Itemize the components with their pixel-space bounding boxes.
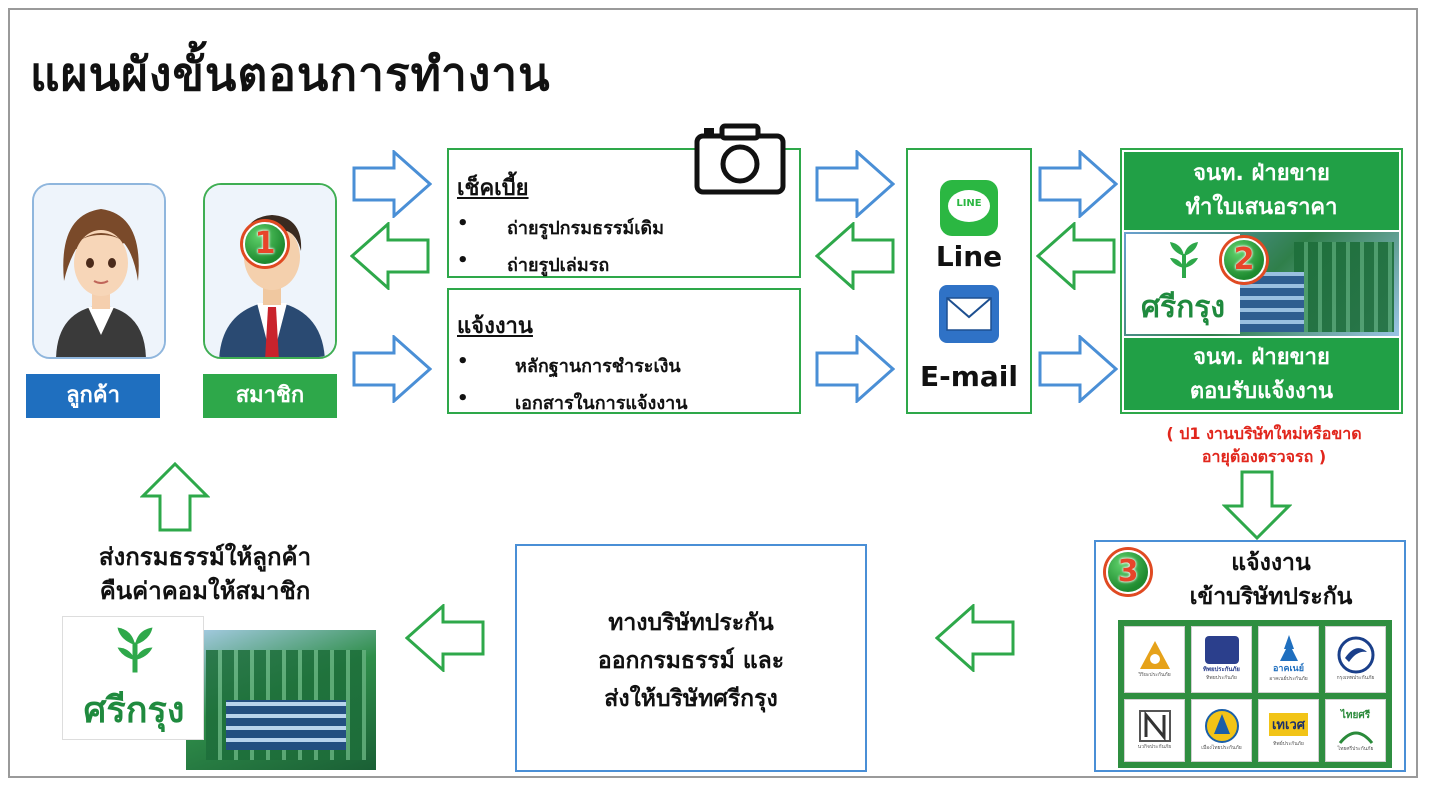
member-avatar-icon [205,185,335,357]
insurer-logo-3: อาคเนย์ อาคเนย์ประกันภัย [1258,626,1319,693]
arrow-right-6 [1038,335,1118,403]
sprout-icon [1170,242,1198,278]
sales-bottom-header: จนท. ฝ่ายขาย ตอบรับแจ้งงาน [1124,338,1399,410]
policy-issue-line-3: ส่งให้บริษัทศรีกรุง [604,686,778,712]
page-title: แผนผังขั้นตอนการทำงาน [30,47,551,101]
arrow-right-3 [815,150,895,218]
camera-icon [694,123,786,195]
srikrung-logo-large-text: ศรีกรุง [83,690,185,731]
sales-top-line-2: ทำใบเสนอราคา [1185,195,1338,220]
sales-box: จนท. ฝ่ายขาย ทำใบเสนอราคา ศรีกรุง 2 จนท.… [1120,148,1403,414]
srikrung-logo-text: ศรีกรุง [1140,290,1226,325]
arrow-left-4 [935,604,1015,672]
bangkok-insurance-logo-icon [1337,636,1374,674]
notify-bullet-2: •เอกสารในการแจ้งงาน [457,388,688,414]
arrow-left-1 [350,222,430,290]
insurer-logo-6-caption: เมืองไทยประกันภัย [1201,745,1242,752]
thaisri-logo-icon [1338,731,1373,744]
member-card [203,183,337,359]
customer-label: ลูกค้า [26,374,160,418]
muang-thai-logo-icon [1204,709,1239,744]
insurer-logo-4: กรุงเทพประกันภัย [1325,626,1386,693]
insurer-logo-8-caption: ไทยศรีประกันภัย [1337,745,1374,752]
insurer-logo-7-text: เทเวศ [1268,712,1308,736]
arrow-right-5 [1038,150,1118,218]
arrow-right-1 [352,150,432,218]
insurer-title-line-2: เข้าบริษัทประกัน [1189,584,1353,610]
insurer-logo-5-caption: นวกิจประกันภัย [1137,744,1172,751]
sales-bottom-line-2: ตอบรับแจ้งงาน [1189,379,1334,404]
policy-issue-line-2: ออกกรมธรรม์ และ [597,648,785,674]
slide-frame [8,8,1418,778]
policy-issue-text: ทางบริษัทประกัน ออกกรมธรรม์ และ ส่งให้บร… [517,604,865,718]
insurer-logo-grid: วิริยะประกันภัย ทิพยประกันภัย ทิพยประกัน… [1118,620,1392,768]
step-3-badge: 3 [1106,550,1150,594]
member-label: สมาชิก [203,374,337,418]
customer-card [32,183,166,359]
line-app-icon: LINE [940,180,998,236]
step-1-badge: 1 [243,222,287,266]
policy-issue-line-1: ทางบริษัทประกัน [608,610,774,636]
final-line-1: ส่งกรมธรรม์ให้ลูกค้า [98,543,312,571]
email-icon [939,285,999,343]
insurer-logo-2-caption: ทิพยประกันภัย [1206,675,1237,682]
arrow-right-4 [815,335,895,403]
insurer-logo-7-caption: ทิพย์ประกันภัย [1273,740,1304,747]
arrow-right-2 [352,335,432,403]
sales-top-header: จนท. ฝ่ายขาย ทำใบเสนอราคา [1124,152,1399,230]
step-2-badge: 2 [1222,238,1266,282]
check-bullet-1: •ถ่ายรูปกรมธรรม์เดิม [457,213,664,239]
insurer-logo-3-caption: อาคเนย์ประกันภัย [1269,676,1308,683]
arrow-down-1 [1222,470,1292,540]
email-label: E-mail [919,360,1018,393]
inspection-note: ( ป1 งานบริษัทใหม่หรือขาด อายุต้องตรวจรถ… [1104,422,1424,468]
arrow-left-2 [815,222,895,290]
insurer-logo-6: เมืองไทยประกันภัย [1191,698,1252,762]
channel-box: LINE Line E-mail [906,148,1032,414]
notify-box: แจ้งงาน •หลักฐานการชำระเงิน •เอกสารในการ… [447,288,801,414]
srikrung-logo: ศรีกรุง [1126,234,1240,334]
insurer-logo-4-caption: กรุงเทพประกันภัย [1336,675,1375,682]
sales-top-line-1: จนท. ฝ่ายขาย [1193,161,1330,186]
insurer-logo-7: เทเวศ ทิพย์ประกันภัย [1258,698,1319,762]
insurer-submit-box: แจ้งงาน เข้าบริษัทประกัน 3 วิริยะประกันภ… [1094,540,1406,772]
arrow-left-5 [405,604,485,672]
navakij-logo-icon [1138,710,1171,743]
arrow-up-1 [140,462,210,532]
insurer-logo-1: วิริยะประกันภัย [1124,626,1185,693]
check-premium-heading: เช็คเบี้ย [457,176,529,201]
note-line-2: อายุต้องตรวจรถ ) [1201,447,1327,466]
policy-issue-box: ทางบริษัทประกัน ออกกรมธรรม์ และ ส่งให้บร… [515,544,867,772]
notify-heading: แจ้งงาน [457,314,533,339]
arrow-left-3 [1036,222,1116,290]
insurer-logo-2-text: ทิพยประกันภัย [1203,666,1240,674]
srikrung-logo-large: ศรีกรุง [62,616,204,740]
insurer-logo-2: ทิพยประกันภัย ทิพยประกันภัย [1191,626,1252,693]
sales-bottom-line-1: จนท. ฝ่ายขาย [1193,345,1330,370]
final-step-text: ส่งกรมธรรม์ให้ลูกค้า คืนค่าคอมให้สมาชิก [40,540,370,608]
insurer-logo-1-caption: วิริยะประกันภัย [1138,672,1171,679]
insurer-logo-8-text: ไทยศรี [1340,709,1371,721]
insurer-logo-3-text: อาคเนย์ [1273,664,1304,675]
notify-bullet-1: •หลักฐานการชำระเงิน [457,351,681,377]
insurer-logo-5: นวกิจประกันภัย [1124,698,1185,762]
customer-avatar-icon [34,185,164,357]
insurer-title-line-1: แจ้งงาน [1231,550,1311,576]
check-bullet-2: •ถ่ายรูปเล่มรถ [457,250,610,276]
insurer-logo-8: ไทยศรี ไทยศรีประกันภัย [1325,698,1386,762]
line-icon-text: LINE [956,198,982,209]
head-office-image [186,630,376,770]
dhipaya-logo-icon [1204,636,1239,665]
indara-logo-icon [1279,635,1298,662]
line-label: Line [935,240,1003,273]
final-line-2: คืนค่าคอมให้สมาชิก [99,577,311,605]
sprout-large-icon [117,627,153,673]
insurer-submit-title: แจ้งงาน เข้าบริษัทประกัน [1136,546,1406,614]
viriyah-logo-icon [1139,641,1170,670]
note-line-1: ( ป1 งานบริษัทใหม่หรือขาด [1166,424,1362,443]
